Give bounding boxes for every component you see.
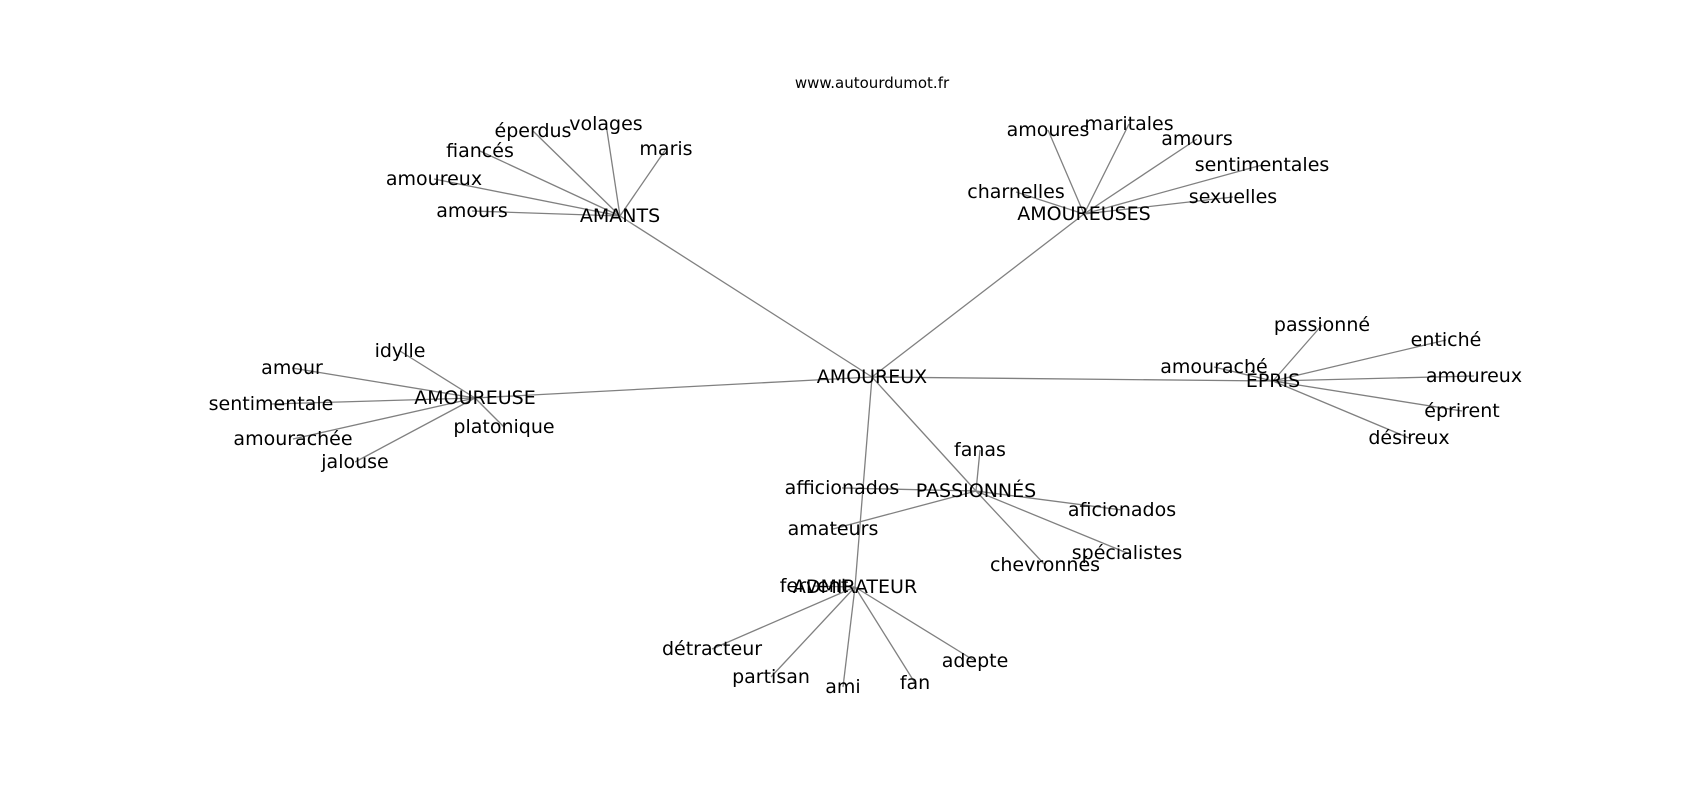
edge-hub-leaf: [532, 130, 621, 217]
graph-edges: [270, 123, 1475, 688]
edge-hub-leaf: [842, 586, 856, 688]
leaf-node-label: spécialistes: [1072, 542, 1183, 564]
edge-hub-leaf: [770, 586, 856, 678]
edge-root-hub: [871, 213, 1085, 378]
leaf-node-label: charnelles: [967, 181, 1065, 203]
edge-hub-leaf: [292, 397, 476, 440]
edge-hub-leaf: [270, 397, 476, 405]
edge-hub-leaf: [619, 148, 667, 217]
leaf-node-label: maritales: [1084, 113, 1173, 135]
edge-hub-leaf: [1083, 138, 1198, 215]
leaf-node-label: maris: [639, 138, 692, 160]
edge-hub-leaf: [479, 150, 621, 217]
leaf-node-label: fiancés: [446, 140, 514, 162]
edge-root-hub: [474, 376, 873, 399]
leaf-node-label: amateurs: [788, 518, 879, 540]
leaf-node-label: sentimentales: [1195, 154, 1330, 176]
edge-hub-leaf: [813, 585, 856, 588]
edge-hub-leaf: [841, 487, 977, 492]
edge-hub-leaf: [1083, 164, 1263, 215]
edge-hub-leaf: [1083, 196, 1234, 215]
leaf-node-label: amoureux: [386, 168, 482, 190]
leaf-node-label: fanas: [954, 439, 1006, 461]
leaf-node-label: éprirent: [1424, 400, 1499, 422]
leaf-node-label: jalouse: [320, 451, 388, 473]
leaf-node-label: idylle: [375, 340, 426, 362]
leaf-node-label: ami: [825, 676, 860, 698]
edge-hub-leaf: [354, 397, 476, 463]
leaf-node-label: amours: [436, 200, 508, 222]
edge-hub-leaf: [975, 490, 1046, 566]
edge-hub-leaf: [854, 586, 976, 662]
edge-root-hub: [854, 376, 873, 588]
leaf-node-label: détracteur: [662, 638, 762, 660]
leaf-node-label: chevronnés: [990, 554, 1100, 576]
leaf-node-label: afficionados: [785, 477, 900, 499]
edge-hub-leaf: [832, 490, 977, 530]
leaf-node-label: partisan: [732, 666, 810, 688]
edge-hub-leaf: [1213, 366, 1274, 382]
edge-hub-leaf: [975, 490, 1123, 511]
leaf-node-label: amouraché: [1160, 356, 1267, 378]
hub-node-label: ADMIRATEUR: [793, 576, 917, 598]
leaf-node-label: amour: [261, 357, 323, 379]
leaf-node-label: adepte: [942, 650, 1009, 672]
site-label: www.autourdumot.fr: [795, 74, 950, 92]
leaf-node-label: sentimentale: [209, 393, 334, 415]
edge-hub-leaf: [1083, 123, 1130, 215]
hub-node-label: ÉPRIS: [1246, 369, 1300, 392]
hub-node-label: AMANTS: [580, 205, 660, 227]
leaf-node-label: éperdus: [495, 120, 572, 142]
edge-hub-leaf: [433, 178, 621, 217]
leaf-node-label: volages: [569, 113, 642, 135]
edge-root-hub: [619, 215, 873, 378]
edge-hub-leaf: [471, 210, 621, 217]
hub-node-label: AMOUREUSE: [414, 387, 535, 409]
leaf-node-label: passionné: [1274, 314, 1370, 336]
edge-hub-leaf: [975, 449, 981, 492]
edge-hub-leaf: [854, 586, 916, 684]
leaf-node-label: amoures: [1007, 119, 1090, 141]
edge-hub-leaf: [1272, 324, 1323, 382]
leaf-node-label: entiché: [1411, 329, 1482, 351]
edge-hub-leaf: [399, 350, 476, 399]
leaf-node-label: sexuelles: [1189, 186, 1277, 208]
edge-root-hub: [871, 376, 1274, 382]
leaf-node-label: fervent: [780, 575, 849, 597]
edge-hub-leaf: [1272, 380, 1463, 412]
edge-hub-leaf: [605, 123, 621, 217]
leaf-node-label: amoureux: [1426, 365, 1522, 387]
edge-hub-leaf: [1015, 191, 1085, 215]
edge-hub-leaf: [1272, 375, 1475, 382]
leaf-node-label: amourachée: [233, 428, 352, 450]
root-node-label: AMOUREUX: [817, 366, 927, 388]
edge-hub-leaf: [1272, 339, 1447, 382]
edge-hub-leaf: [474, 397, 505, 428]
leaf-node-label: platonique: [453, 416, 554, 438]
edge-hub-leaf: [975, 490, 1128, 554]
leaf-node-label: désireux: [1368, 427, 1449, 449]
hub-node-label: PASSIONNÉS: [916, 479, 1036, 502]
leaf-node-label: aficionados: [1068, 499, 1176, 521]
edge-hub-leaf: [1272, 380, 1410, 439]
edge-hub-leaf: [291, 367, 476, 399]
edge-hub-leaf: [711, 586, 856, 650]
edge-root-hub: [871, 376, 977, 492]
hub-node-label: AMOUREUSES: [1017, 203, 1151, 225]
leaf-node-label: amours: [1161, 128, 1233, 150]
edge-hub-leaf: [1047, 129, 1085, 215]
leaf-node-label: fan: [900, 672, 930, 694]
